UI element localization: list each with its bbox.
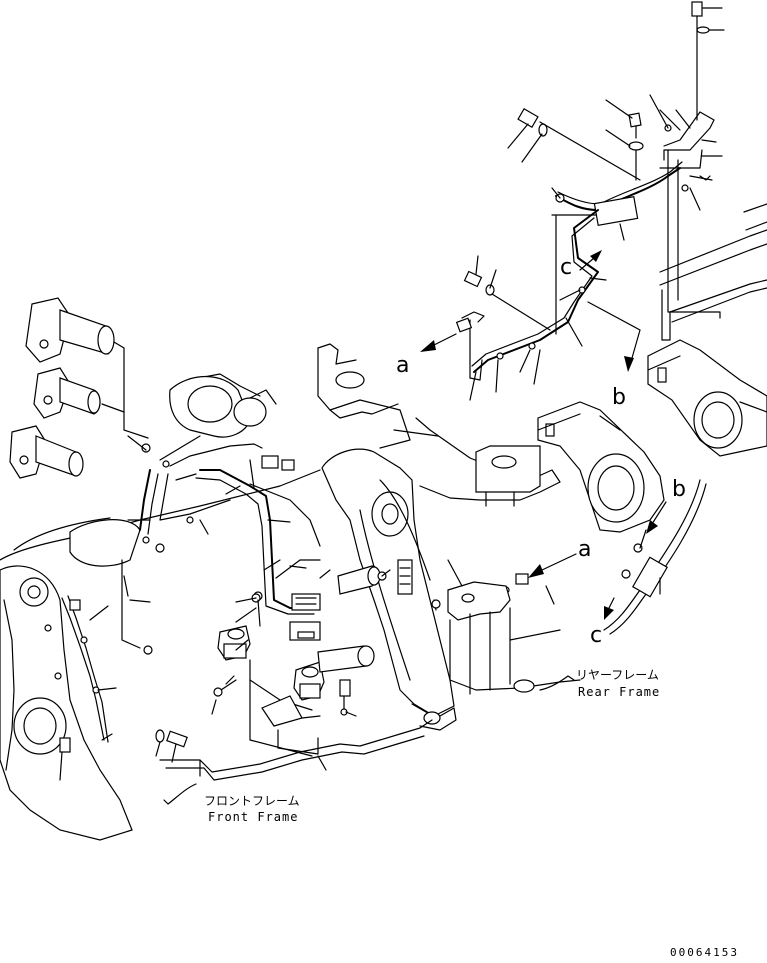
ground-strap [249,659,327,771]
callout-b-upper: b [612,329,641,410]
rear-frame-plate [317,343,561,501]
rear-axle-pivot-center [537,401,665,533]
callout-c-upper-label: c [560,255,572,280]
callout-c-lower-label: c [590,623,602,648]
callout-c-lower: c [590,597,615,648]
pin-2 [33,367,125,419]
callout-a-lower-label: a [578,537,591,562]
front-frame-label-en: Front Frame [208,810,298,824]
callout-a-lower: a [502,537,591,605]
rear-harness-lower [603,479,707,635]
rear-frame-label-jp: リヤーフレーム [576,668,659,682]
pin-1 [25,297,125,363]
rear-frame-label-en: Rear Frame [578,685,660,699]
front-frame-pin-center [317,565,381,673]
pin-3 [9,425,84,479]
rear-wire-harness-upper [551,161,683,241]
front-wire-harness [123,435,331,655]
callout-a-upper-label: a [396,353,409,378]
callout-a-upper: a [396,333,457,378]
front-frame-mount-right [293,661,357,717]
front-harness-left-run [59,595,117,781]
callout-b-lower: b [646,477,686,534]
callout-b-lower-label: b [672,477,686,502]
bolt-washer-set-center-top [605,99,644,181]
rear-frame-right-bracket [659,203,767,341]
rear-frame-block [475,445,541,507]
front-frame-body [0,347,321,841]
rear-axle-pivot-right [647,339,767,457]
drawing-code: 00064153 [670,946,739,959]
top-bolt-assembly [691,1,725,121]
center-hinge-body [321,448,457,731]
bolt-washer-front-lower [155,729,188,763]
callout-b-upper-label: b [612,385,626,410]
front-frame-mount-left [211,625,251,715]
front-frame-leader [163,783,197,805]
callout-c-upper: c [560,250,602,280]
upper-clamp-bracket [649,94,723,319]
rear-harness-clip-vertical [469,209,641,401]
front-frame-label-jp: フロントフレーム [204,794,300,808]
front-lower-rod [159,719,433,781]
center-small-parts [225,559,391,685]
bolt-washer-set-left-top [507,107,641,181]
rear-frame-lower-structure [431,559,581,695]
rear-frame-leader [539,675,575,691]
bolt-washer-set-mid [455,255,551,333]
